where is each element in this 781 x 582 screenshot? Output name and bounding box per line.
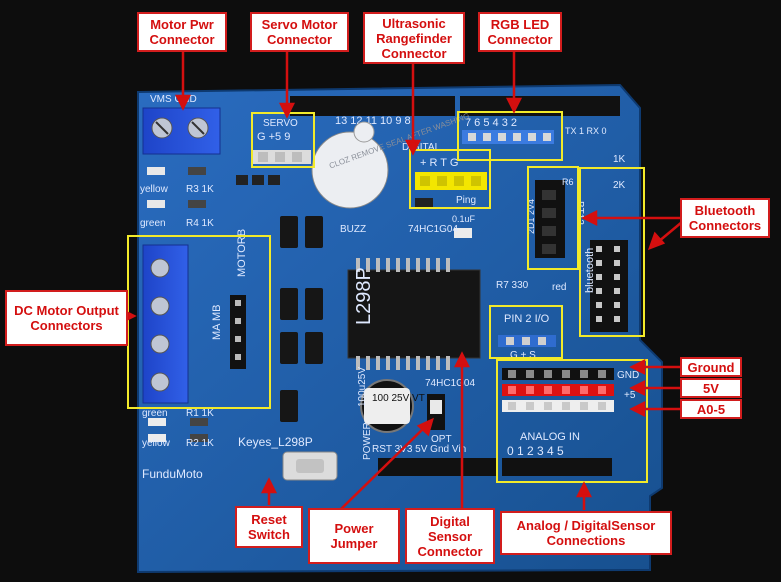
servo-connector (253, 150, 311, 164)
analog-sensor-pins (502, 368, 614, 412)
zd-label: 2D1 2V4 (526, 199, 536, 234)
tx-rx-label: TX 1 RX 0 (565, 126, 607, 136)
callout-digital-sensor: Digital Sensor Connector (405, 508, 495, 564)
l298p-label: L298P (353, 267, 375, 325)
callout-5v-text: 5V (703, 380, 719, 396)
red-led-label: red (552, 282, 566, 293)
r7-label: R7 330 (496, 280, 529, 291)
ping-label: Ping (456, 195, 476, 206)
callout-ultrasonic-text: Ultrasonic Rangefinder Connector (376, 15, 452, 61)
callout-servo-text: Servo Motor Connector (261, 17, 338, 47)
digital-sensor-pins (498, 335, 556, 347)
gnd-label: GND (617, 370, 639, 381)
ping-connector (415, 172, 487, 190)
callout-a0-5-text: A0-5 (696, 401, 726, 417)
r4-label: R4 1K (186, 218, 214, 229)
servo-pins: G +5 9 (257, 131, 290, 143)
vms-gnd-label: VMS GND (150, 94, 197, 105)
pin-io-label: PIN 2 I/O (504, 313, 550, 325)
opt-label: OPT (431, 434, 452, 445)
board-name: Keyes_L298P (238, 435, 313, 449)
callout-analog-digital-text: Analog / DigitalSensor Connections (516, 518, 656, 548)
ma-mb-label: MA MB (211, 305, 223, 340)
cap-value: 100 25V VT (372, 393, 425, 404)
callout-servo: Servo Motor Connector (250, 12, 349, 52)
callout-dc-motor-text: DC Motor Output Connectors (14, 303, 119, 333)
r2-label: R2 1K (186, 438, 214, 449)
buzzer (311, 121, 389, 209)
analog-in-label: ANALOG IN (520, 431, 580, 443)
dc-motor-terminal (142, 244, 189, 404)
chip-74hc1g04-2: 74HC1G04 (425, 378, 475, 389)
plus5-label: +5 (624, 390, 636, 401)
led-resistor-block-bottom (148, 418, 208, 442)
callout-motor-pwr-text: Motor Pwr Connector (149, 17, 215, 47)
led-resistor-block-top (147, 167, 206, 208)
reset-switch (282, 451, 338, 481)
ma-mb-header (230, 295, 246, 369)
callout-ground-text: Ground (687, 359, 735, 375)
led-green-label: green (140, 218, 166, 229)
led-yellow-label: yellow (140, 184, 169, 195)
led-green-label-2: green (142, 408, 168, 419)
bt12-connector (535, 180, 565, 258)
r1-label: R1 1K (186, 408, 214, 419)
cap-label: 100u25V (357, 367, 368, 407)
callout-digital-sensor-text: Digital Sensor Connector (417, 513, 483, 559)
r6-label: R6 (562, 177, 574, 187)
power-row-label: RST 3V3 5V Gnd Vin (372, 444, 466, 455)
callout-analog-digital: Analog / DigitalSensor Connections (500, 511, 672, 555)
callout-reset-text: Reset Switch (248, 512, 290, 542)
analog-nums: 0 1 2 3 4 5 (507, 444, 564, 458)
callout-a0-5: A0-5 (680, 399, 742, 419)
pin-gs-label: G + S (510, 350, 536, 361)
callout-ground: Ground (680, 357, 742, 377)
ping-pins: + R T G (420, 157, 458, 169)
digital-label: DIGITAL (402, 142, 441, 153)
k2-label: 2K (613, 180, 626, 191)
buzzer-label: BUZZ (340, 224, 366, 235)
led-yellow-label-2: yellow (142, 438, 171, 449)
cap-0-1uf: 0.1uF (452, 214, 476, 224)
header-digits: 13 12 11 10 9 8 (335, 115, 411, 127)
servo-label: SERVO (263, 118, 298, 129)
k1-label: 1K (613, 154, 626, 165)
callout-power-jumper: Power Jumper (308, 508, 400, 564)
rgb-led-pins (462, 130, 554, 144)
callout-bluetooth-text: Bluetooth Connectors (688, 203, 762, 233)
l298p-chip (347, 258, 481, 370)
highlight-boxes (127, 111, 648, 483)
callout-power-jumper-text: Power Jumper (330, 521, 378, 551)
annotation-arrows (118, 48, 683, 511)
rgb-digits: 7 6 5 4 3 2 (465, 117, 517, 129)
callout-ultrasonic: Ultrasonic Rangefinder Connector (363, 12, 465, 64)
bluetooth-label: bluetooth (584, 248, 596, 293)
callout-rgb-text: RGB LED Connector (487, 17, 553, 47)
callout-rgb: RGB LED Connector (478, 12, 562, 52)
digital-header (290, 96, 620, 116)
bluetooth-header (590, 240, 628, 332)
r3-label: R3 1K (186, 184, 214, 195)
bottom-headers (378, 458, 612, 476)
callout-dc-motor: DC Motor Output Connectors (5, 290, 128, 346)
chip-74hc1g04: 74HC1G04 (408, 224, 458, 235)
motor-b-label: MOTORB (236, 229, 248, 277)
motor-power-terminal (142, 107, 221, 155)
board-brand: FunduMoto (142, 467, 203, 481)
callout-motor-pwr: Motor Pwr Connector (137, 12, 227, 52)
power-label: POWER (362, 422, 373, 460)
callout-5v: 5V (680, 378, 742, 398)
callout-bluetooth: Bluetooth Connectors (680, 198, 770, 238)
small-components (236, 175, 472, 238)
callout-reset: Reset Switch (235, 506, 303, 548)
diodes (280, 216, 323, 422)
electrolytic-capacitor (360, 379, 414, 433)
